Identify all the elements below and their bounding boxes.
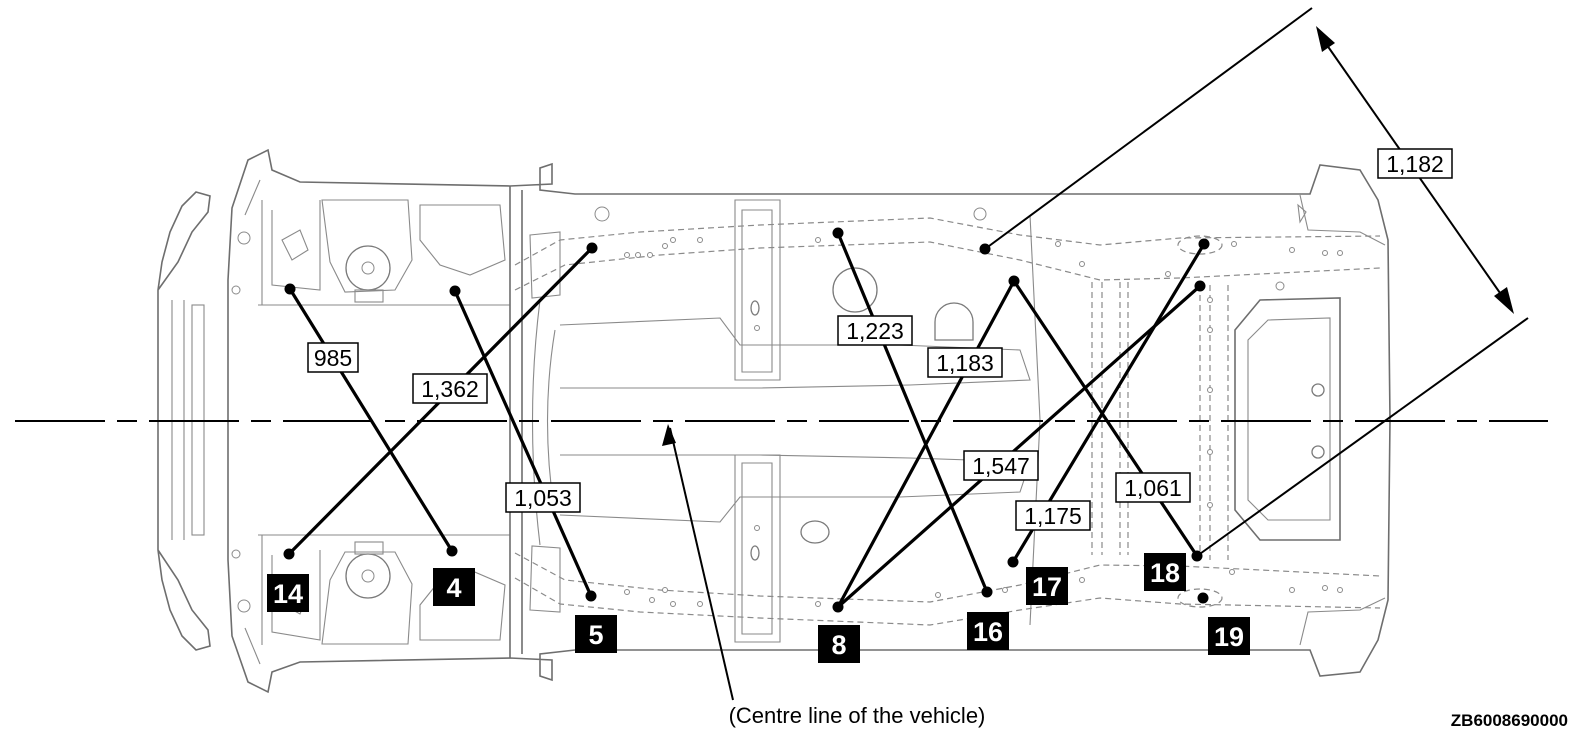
measurement-dots [283,227,1210,613]
centre-line-caption: (Centre line of the vehicle) [729,703,986,728]
svg-text:1,053: 1,053 [514,485,572,511]
measurement-label-1183: 1,183 [927,347,1003,378]
svg-text:16: 16 [973,617,1003,647]
arrow-1182-top [1316,26,1335,52]
svg-text:985: 985 [314,345,352,371]
svg-text:1,175: 1,175 [1024,503,1082,529]
measurement-lines [287,7,1529,609]
svg-text:1,223: 1,223 [846,318,904,344]
line-1547 [836,284,1202,609]
measurement-label-1175: 1,175 [1015,500,1091,531]
line-985 [288,287,454,553]
svg-text:1,547: 1,547 [972,453,1030,479]
line-1223 [836,231,989,594]
svg-text:1,061: 1,061 [1124,475,1182,501]
measurement-label-1223: 1,223 [837,315,913,346]
line-1183 [836,279,1016,609]
svg-text:19: 19 [1214,622,1244,652]
point-badge-8: 8 [818,625,860,663]
svg-text:1,182: 1,182 [1386,151,1444,177]
measurement-label-1061: 1,061 [1115,472,1191,503]
svg-text:1,183: 1,183 [936,350,994,376]
point-badge-17: 17 [1026,567,1068,605]
svg-text:17: 17 [1032,572,1062,602]
svg-text:4: 4 [446,573,461,603]
point-badge-5: 5 [575,615,617,653]
line-1182-ext-bottom [1196,317,1529,557]
floor-holes [624,237,1343,607]
svg-text:5: 5 [588,620,603,650]
measurement-label-1053: 1,053 [505,482,581,513]
point-badge-16: 16 [967,612,1009,650]
point-badge-4: 4 [433,568,475,606]
svg-text:14: 14 [273,579,303,609]
measurement-label-1547: 1,547 [963,450,1039,481]
line-1053 [453,289,593,598]
centre-line-leader [662,424,734,701]
point-badge-18: 18 [1144,553,1186,591]
point-badge-19: 19 [1208,617,1250,655]
measurement-label-1362: 1,362 [412,373,488,404]
line-1182-ext-top [984,7,1313,250]
svg-text:18: 18 [1150,558,1180,588]
svg-text:1,362: 1,362 [421,376,479,402]
arrow-1182-bottom [1494,287,1514,314]
measurement-label-1182: 1,182 [1377,148,1453,179]
measurement-label-985: 985 [307,342,359,373]
svg-text:8: 8 [831,630,846,660]
figure-code: ZB6008690000 [1451,711,1568,730]
line-1061 [1012,279,1199,558]
point-badge-14: 14 [267,574,309,612]
